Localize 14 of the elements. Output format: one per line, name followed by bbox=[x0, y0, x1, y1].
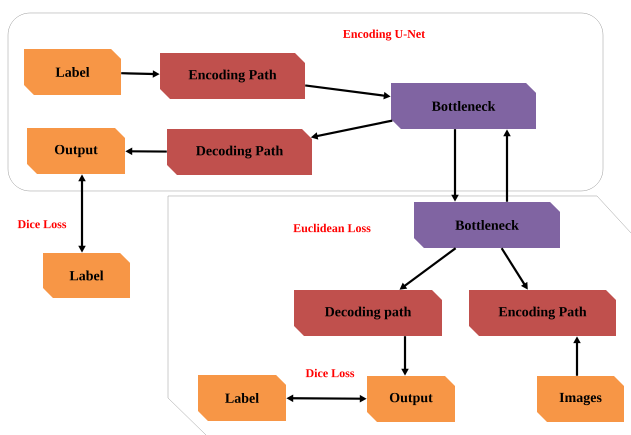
process-box: Output bbox=[367, 376, 455, 422]
edge-label: Dice Loss bbox=[16, 218, 68, 230]
edge-label: Dice Loss bbox=[304, 368, 356, 378]
process-box: Decoding path bbox=[294, 290, 442, 336]
process-box: Encoding Path bbox=[160, 53, 305, 99]
process-box: Output bbox=[27, 128, 125, 174]
process-box: Label bbox=[24, 49, 121, 95]
process-box: Decoding Path bbox=[167, 128, 312, 175]
process-box: Label bbox=[198, 374, 286, 421]
process-box: Bottleneck bbox=[414, 202, 560, 248]
process-box: Images bbox=[537, 376, 624, 422]
process-box: Encoding Path bbox=[469, 290, 616, 336]
process-box: Label bbox=[43, 252, 130, 298]
process-box: Bottleneck bbox=[391, 83, 536, 129]
